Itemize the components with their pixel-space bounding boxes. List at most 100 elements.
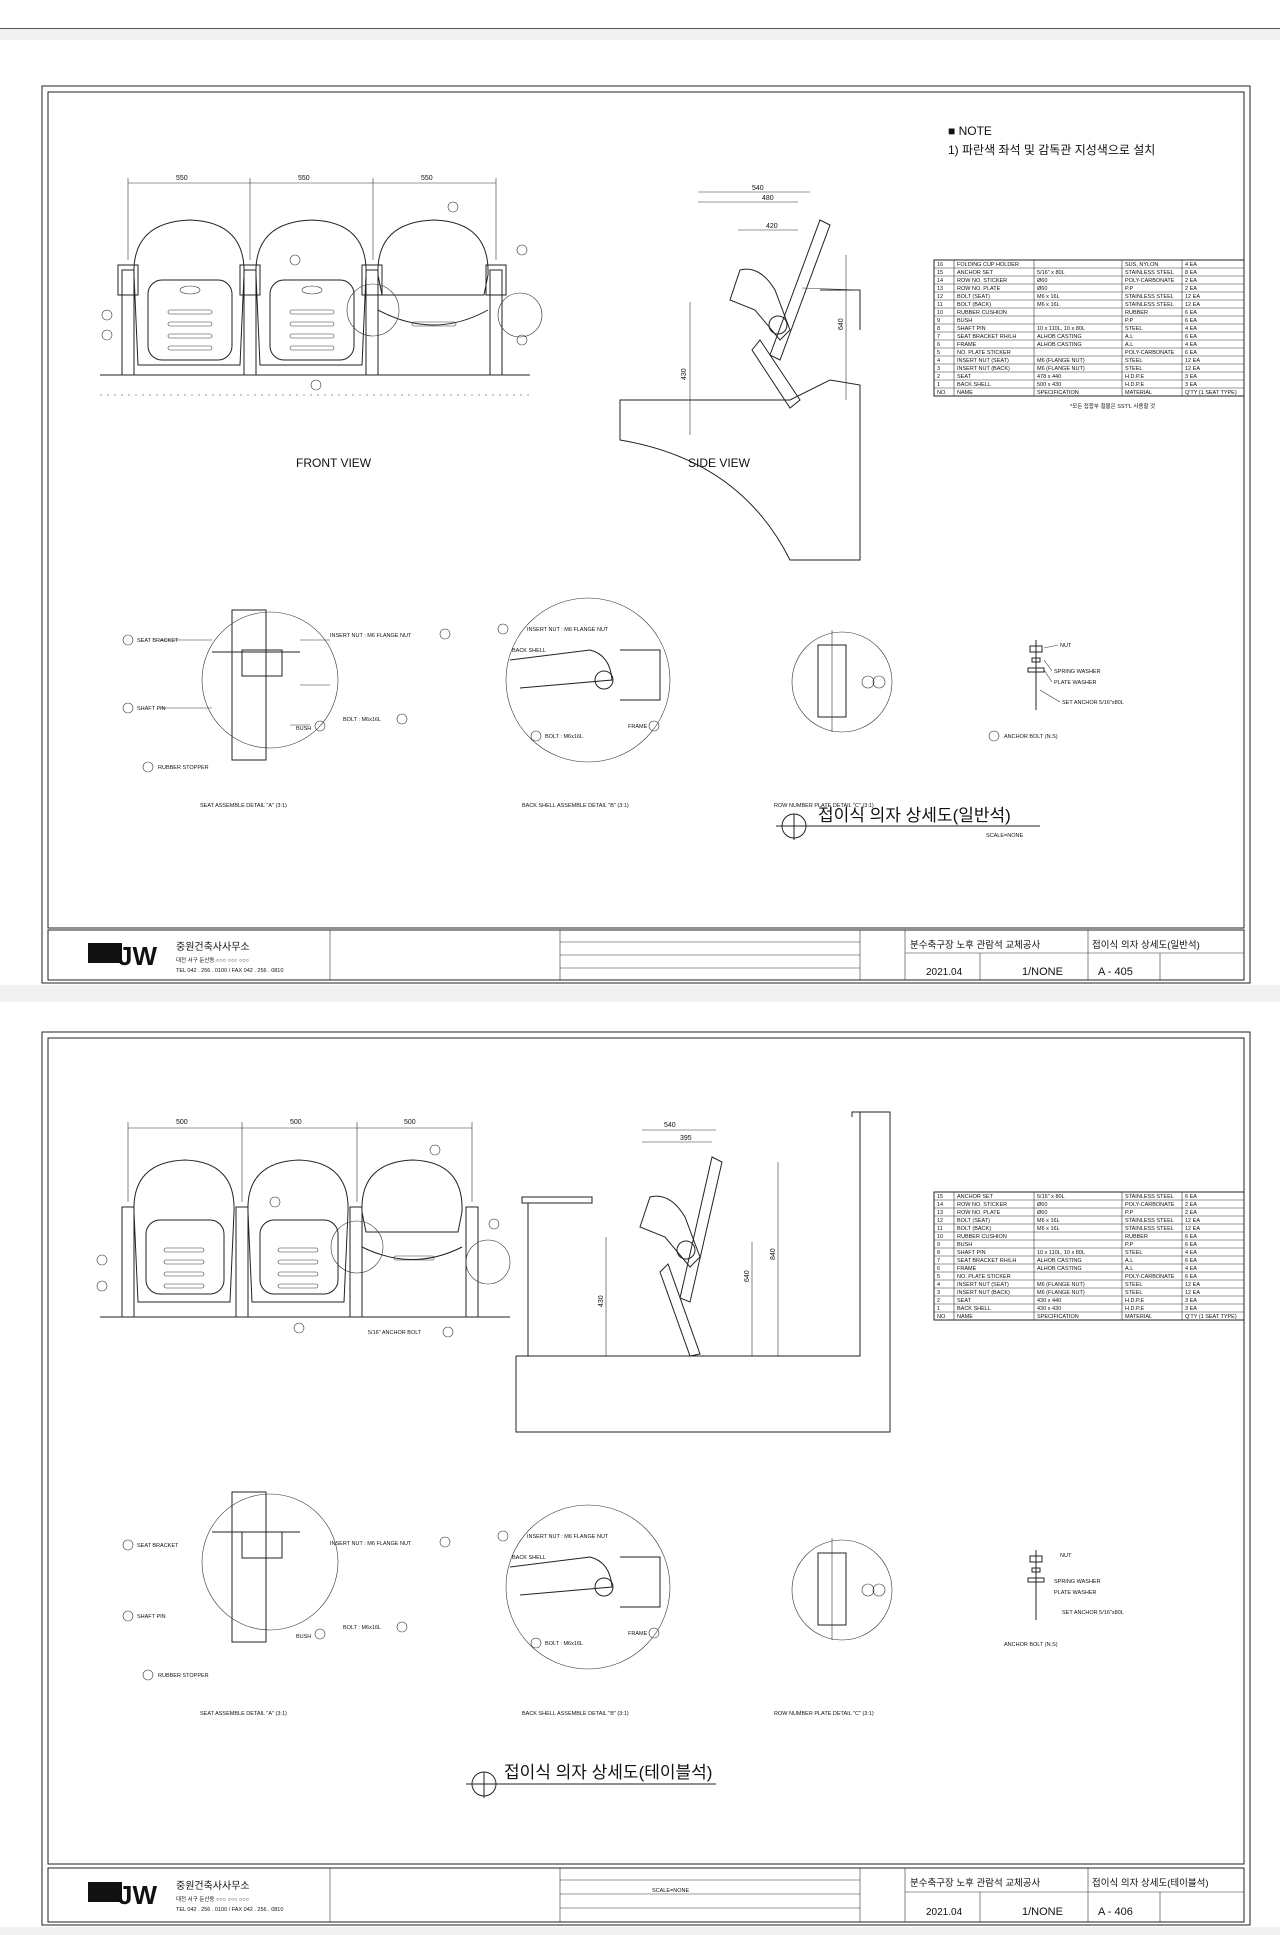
table-cell: 6 EA: [1185, 1234, 1197, 1240]
table-cell: ANCHOR SET: [957, 270, 994, 276]
table-cell: STAINLESS STEEL: [1125, 302, 1174, 308]
title-block: JW 중원건축사사무소 대전 서구 둔산동 ○○○ ○○○ ○○○ TEL 04…: [47, 929, 1245, 981]
table-cell: 8 EA: [1185, 270, 1197, 276]
table-cell: INSERT NUT (BACK): [957, 1290, 1010, 1296]
side-dim-540: 540: [752, 185, 764, 192]
side2-dim-840: 840: [770, 1248, 777, 1260]
table-cell: 15: [937, 1194, 943, 1200]
label-frame-2: FRAME: [628, 1631, 648, 1637]
sheet-number-2: A - 406: [1098, 1906, 1133, 1918]
table-cell: 16: [937, 262, 943, 268]
table-cell: 12 EA: [1185, 1226, 1200, 1232]
table-header-cell: MATERIAL: [1125, 1314, 1152, 1320]
table-cell: Ø60: [1037, 278, 1047, 284]
anchor-bolt-label: 5/16" ANCHOR BOLT: [368, 1330, 422, 1336]
table-cell: 9: [937, 318, 940, 324]
table-cell: 3 EA: [1185, 382, 1197, 388]
inner-border: [47, 1037, 1245, 1865]
table-cell: 4 EA: [1185, 262, 1197, 268]
table-cell: SEAT: [957, 1298, 972, 1304]
seat-assemble-detail: [122, 609, 451, 773]
table-header-cell: NO.: [937, 390, 947, 396]
side-dim-640: 640: [838, 318, 845, 330]
label-spring-washer: SPRING WASHER: [1054, 669, 1101, 675]
side-dim-480: 480: [762, 195, 774, 202]
table-cell: STEEL: [1125, 326, 1142, 332]
table-cell: STEEL: [1125, 1282, 1142, 1288]
drawing-a405-svg: ■ NOTE 1) 파란색 좌석 및 감독관 지성색으로 설치 550 550 …: [41, 85, 1251, 984]
table-cell: POLY-CARBONATE: [1125, 350, 1175, 356]
table-cell: 13: [937, 286, 943, 292]
table-cell: 3: [937, 1290, 940, 1296]
side2-dim-430: 430: [598, 1295, 605, 1307]
seat-assemble-title-2: SEAT ASSEMBLE DETAIL "A" (3:1): [200, 1711, 287, 1717]
table-header-cell: Q'TY (1 SEAT TYPE): [1185, 1314, 1237, 1320]
table-cell: 6 EA: [1185, 334, 1197, 340]
table-cell: SEAT: [957, 374, 972, 380]
office-address: 대전 서구 둔산동 ○○○ ○○○ ○○○: [176, 956, 249, 964]
table-cell: 10: [937, 1234, 943, 1240]
table-cell: ROW NO. STICKER: [957, 1202, 1007, 1208]
anchor-bolt-title-2: ANCHOR BOLT (N.S): [1004, 1642, 1058, 1648]
table-cell: 2 EA: [1185, 286, 1197, 292]
table-cell: STEEL: [1125, 1290, 1142, 1296]
side-view-drawing-2: 540 395 430 640 840: [515, 1111, 891, 1433]
sheet-name: 접이식 의자 상세도(일반석): [1092, 939, 1200, 951]
table-cell: 12 EA: [1185, 366, 1200, 372]
table-cell: Ø60: [1037, 286, 1047, 292]
table-cell: BOLT (SEAT): [957, 1218, 990, 1224]
table-cell: STAINLESS STEEL: [1125, 294, 1174, 300]
drawing-sheet-a406: 500 500 500 5/16" ANCHOR BOLT 540 395: [0, 1002, 1280, 1927]
table-cell: M6 x 16L: [1037, 294, 1060, 300]
table-footnote: *모든 접합부 철물은 SST'L 사용할 것: [1070, 402, 1155, 410]
table-cell: 1: [937, 382, 940, 388]
table-cell: Ø60: [1037, 1202, 1047, 1208]
note-heading: ■ NOTE: [948, 124, 992, 138]
row-plate-title-2: ROW NUMBER PLATE DETAIL "C" (3:1): [774, 1711, 874, 1717]
table-cell: M6 x 16L: [1037, 302, 1060, 308]
front2-dim-2: 500: [290, 1119, 302, 1126]
table-cell: 12: [937, 294, 943, 300]
table-cell: 6 EA: [1185, 310, 1197, 316]
table-cell: POLY-CARBONATE: [1125, 1274, 1175, 1280]
label-insert-nut-2: INSERT NUT : M6 FLANGE NUT: [330, 1541, 412, 1547]
table-cell: 5: [937, 350, 940, 356]
side-dim-420: 420: [766, 223, 778, 230]
table-cell: 4: [937, 358, 940, 364]
table-cell: FRAME: [957, 1266, 977, 1272]
label-nut: NUT: [1060, 643, 1072, 649]
table-cell: 5: [937, 1274, 940, 1280]
table-cell: 12 EA: [1185, 294, 1200, 300]
table-cell: FOLDING CUP HOLDER: [957, 262, 1019, 268]
table-cell: BUSH: [957, 1242, 972, 1248]
drawing-a406-svg: 500 500 500 5/16" ANCHOR BOLT 540 395: [41, 1031, 1251, 1926]
label-insert-nut-back-2: INSERT NUT : M6 FLANGE NUT: [527, 1534, 609, 1540]
table-cell: SEAT BRACKET RH/LH: [957, 1258, 1016, 1264]
table-cell: M6 x 16L: [1037, 1218, 1060, 1224]
scale-2: 1/NONE: [1022, 1906, 1063, 1918]
table-cell: RUBBER CUSHION: [957, 310, 1007, 316]
table-cell: 5/16" x 80L: [1037, 270, 1065, 276]
row-plate-title: ROW NUMBER PLATE DETAIL "C" (3:1): [774, 803, 874, 809]
table-cell: POLY-CARBONATE: [1125, 1202, 1175, 1208]
anchor-bolt-detail: [988, 640, 1061, 742]
label-nut-2: NUT: [1060, 1553, 1072, 1559]
label-plate-washer: PLATE WASHER: [1054, 680, 1097, 686]
label-seat-bracket-2: SEAT BRACKET: [137, 1543, 179, 1549]
table-cell: H.D.P.E: [1125, 382, 1144, 388]
table-cell: M6 (FLANGE NUT): [1037, 358, 1085, 364]
table-cell: 12 EA: [1185, 358, 1200, 364]
table-cell: P.P: [1125, 286, 1133, 292]
label-bolt-back-2: BOLT : M6x16L: [545, 1641, 583, 1647]
label-back-shell-2: BACK SHELL: [512, 1555, 546, 1561]
table-cell: 7: [937, 334, 940, 340]
table-cell: 6 EA: [1185, 318, 1197, 324]
table-cell: M6 (FLANGE NUT): [1037, 366, 1085, 372]
table-cell: M6 x 16L: [1037, 1226, 1060, 1232]
table-cell: ROW NO. PLATE: [957, 286, 1001, 292]
table-cell: 430 x 440: [1037, 1298, 1061, 1304]
table-cell: INSERT NUT (SEAT): [957, 1282, 1009, 1288]
front-dim-2: 550: [298, 175, 310, 182]
table-frame: [933, 259, 1245, 397]
